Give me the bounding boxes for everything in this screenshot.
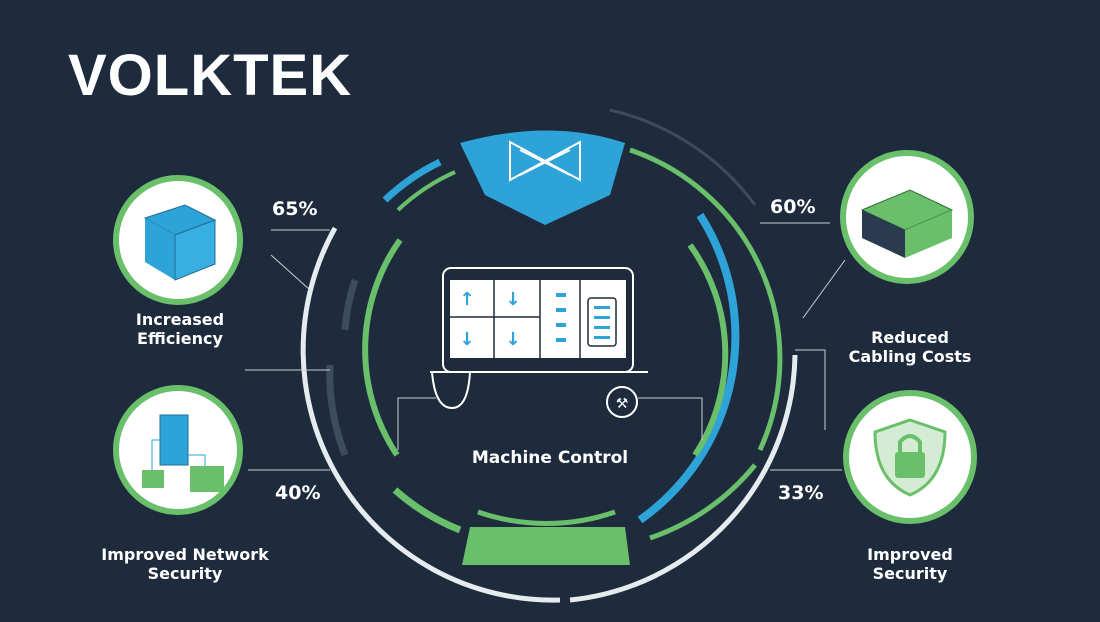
tools-icon [606, 386, 638, 418]
percent-network-security: 40% [275, 482, 321, 504]
outer-gray-arc [609, 108, 757, 206]
label-line: Increased [135, 310, 225, 329]
label-line: Efficiency [137, 329, 223, 348]
percent-cabling: 60% [770, 196, 816, 218]
green-arc-bottom-left [392, 487, 462, 534]
switch-box-icon [143, 204, 217, 281]
label-line: Reduced [871, 328, 949, 347]
outer-white-arc [300, 226, 561, 603]
center-label: Machine Control [471, 448, 629, 468]
network-server-icon [142, 414, 224, 492]
svg-text:⚒: ⚒ [616, 396, 629, 412]
blue-arc-top-left [382, 158, 442, 203]
label-line: Improved Network [101, 545, 269, 564]
green-arc-bottom [477, 509, 616, 526]
blue-arc-right [637, 212, 740, 524]
percent-efficiency: 65% [272, 198, 318, 220]
label-line: Cabling Costs [848, 347, 972, 366]
outer-white-arc-right [569, 354, 798, 603]
gray-arc-left2 [326, 364, 349, 457]
bottom-green-segment [462, 527, 630, 565]
svg-text:↑: ↑ [459, 289, 474, 310]
inner-green-arc-left [362, 238, 403, 457]
label-line: Improved [867, 545, 953, 564]
valve-icon [509, 140, 581, 182]
green-arc-top-left [396, 170, 456, 212]
volktek-logo: VOLKTEK [68, 43, 353, 108]
svg-text:↓: ↓ [505, 289, 520, 310]
label-line: Security [147, 564, 223, 583]
svg-text:↓: ↓ [505, 329, 520, 350]
benefit-circle-security [843, 390, 977, 524]
svg-text:↓: ↓ [459, 329, 474, 350]
switch-device-icon [860, 189, 954, 258]
benefit-circle-cabling [840, 150, 974, 284]
label-line: Security [872, 564, 948, 583]
gray-arc-left [341, 278, 359, 331]
percent-security: 33% [778, 482, 824, 504]
machine-control-icon: ↑ ↓ ↓ ↓ ⚒ [397, 267, 703, 450]
inner-green-arc-right [687, 243, 729, 457]
shield-lock-icon [873, 418, 947, 497]
benefit-circle-network-security [113, 385, 243, 515]
slider-icon [431, 371, 471, 410]
benefit-circle-efficiency [113, 175, 243, 305]
connector-lines [245, 222, 846, 471]
green-arc-right [629, 147, 783, 452]
green-arc-bottom-right [649, 463, 757, 541]
top-blue-segment [460, 130, 625, 225]
